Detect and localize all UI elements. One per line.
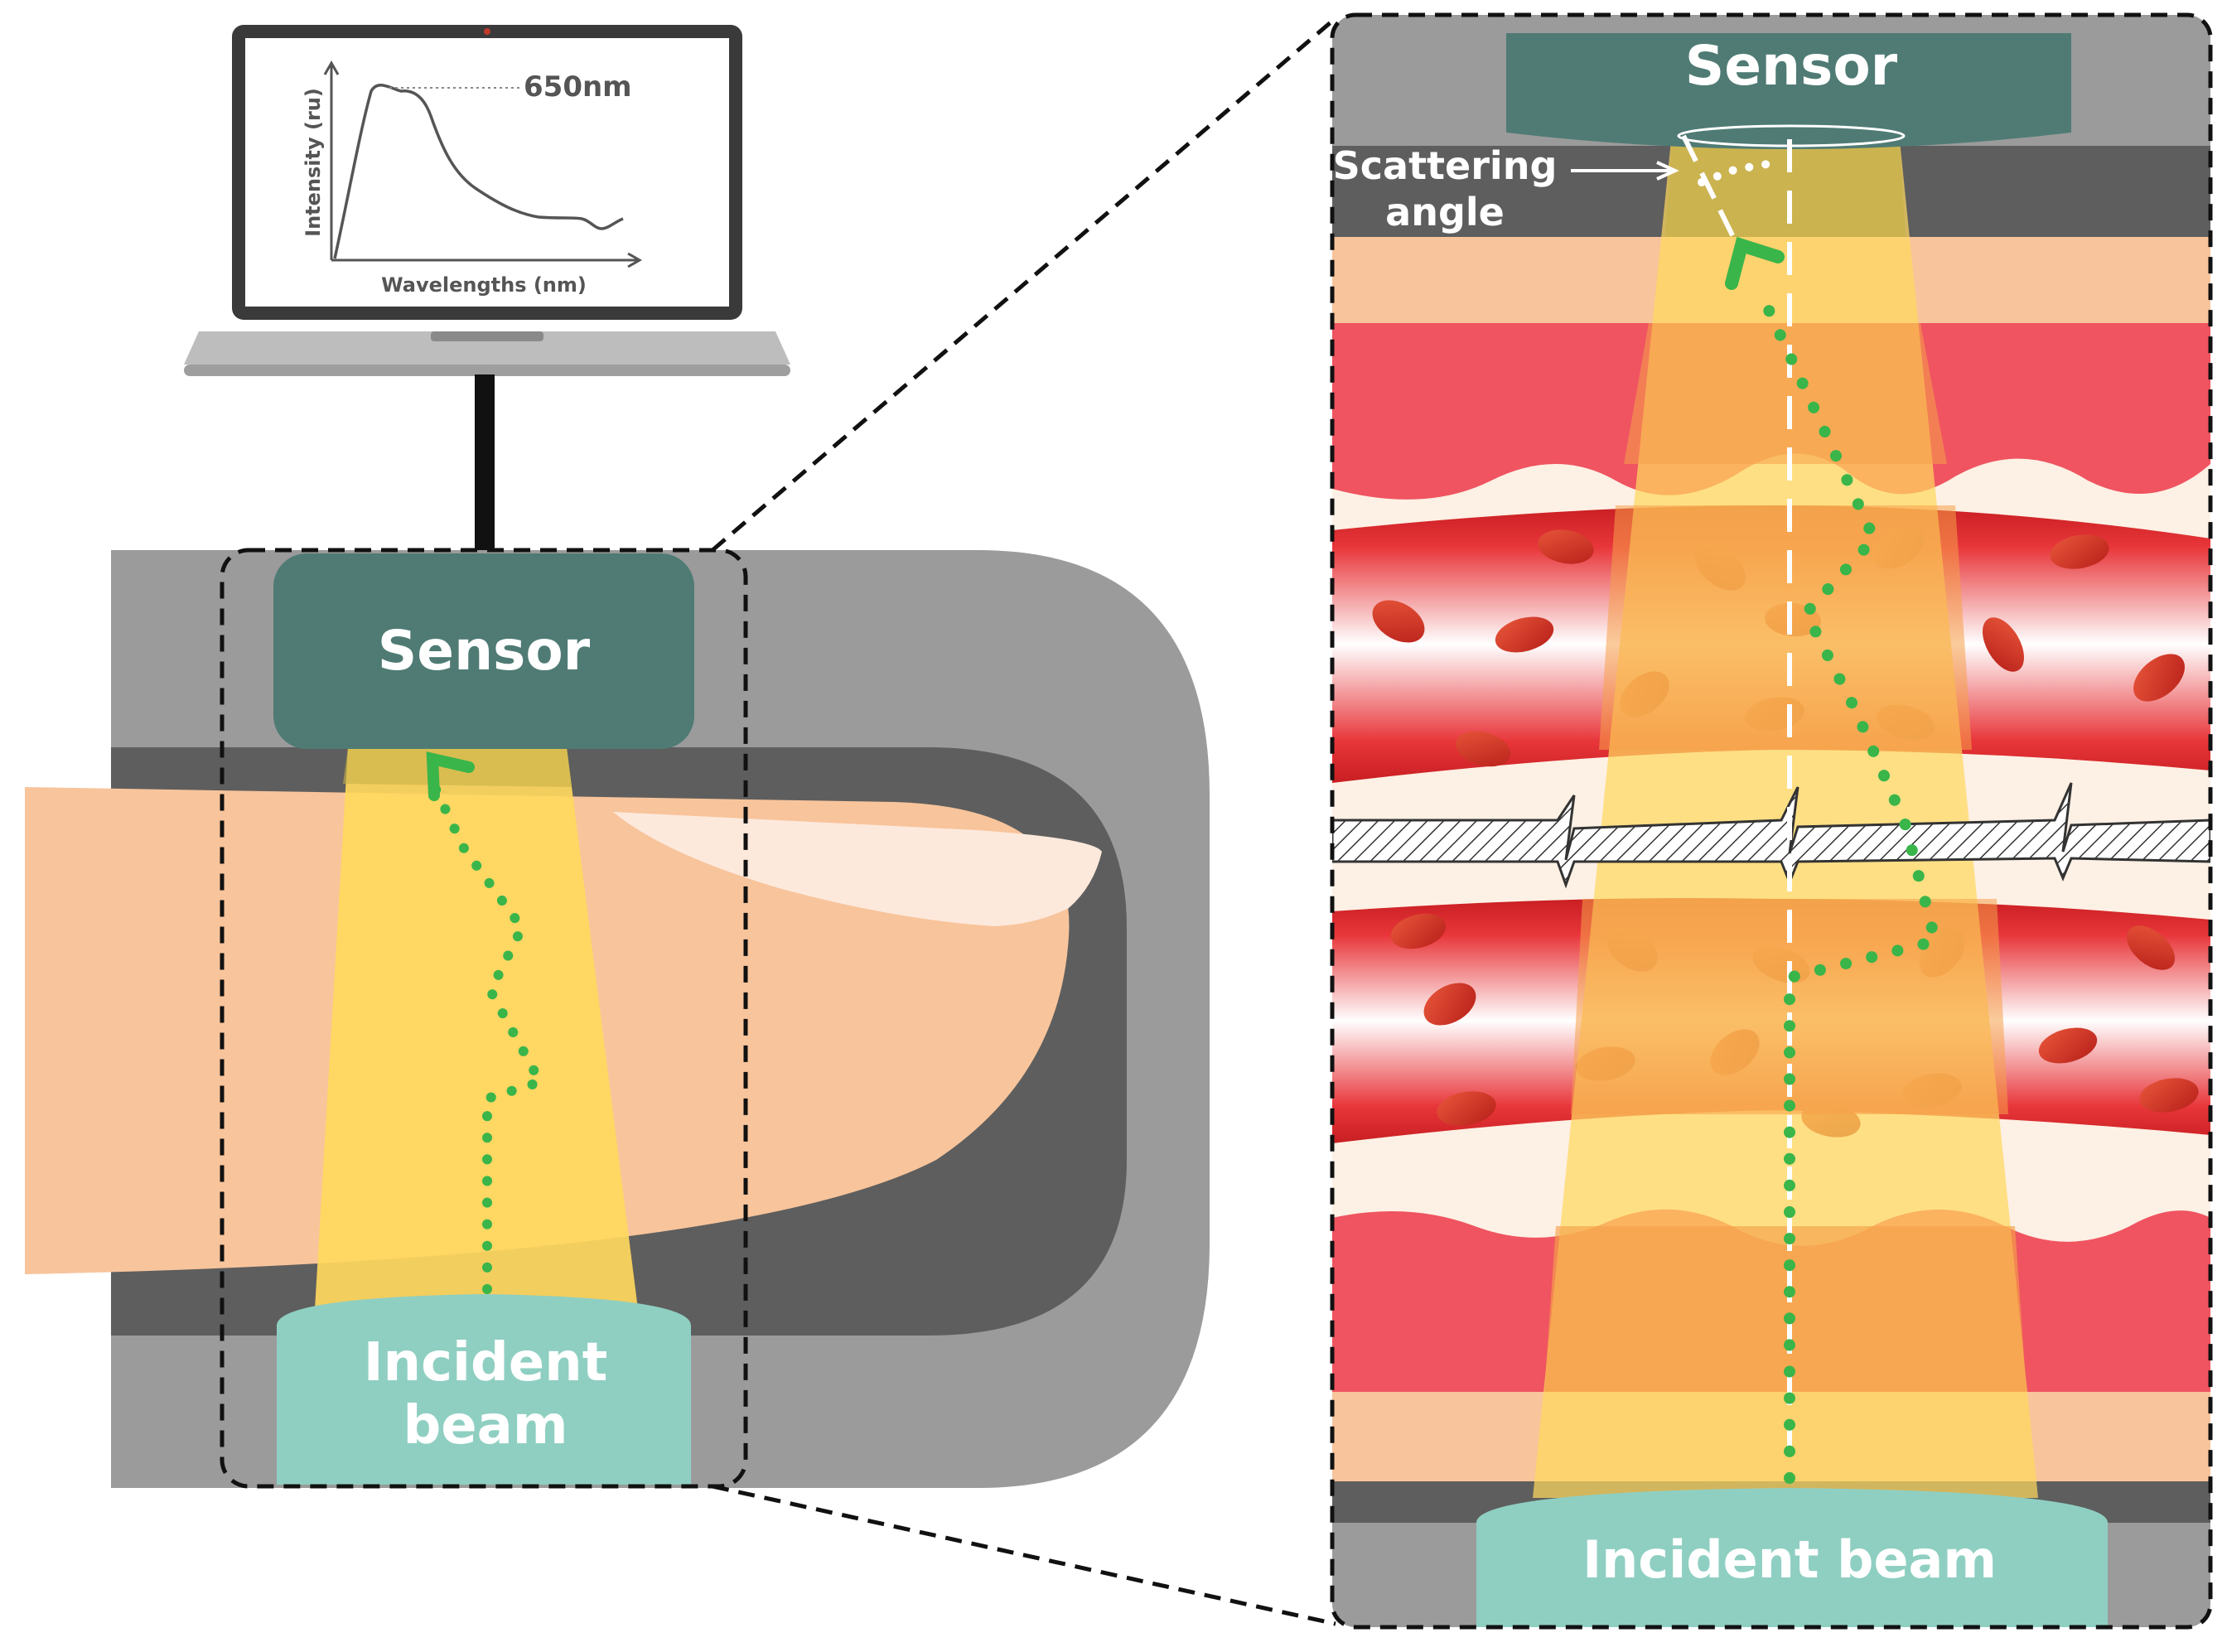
- left-sensor: Sensor: [273, 553, 694, 749]
- plot-y-arrow-icon: [323, 60, 340, 75]
- right-beam-orange-bottom: [1544, 1226, 2027, 1392]
- left-incident-beam-block: [277, 1294, 691, 1485]
- red-blood-cell: [2050, 534, 2109, 569]
- red-blood-cell: [2139, 1078, 2199, 1113]
- right-beam-cavity-section: [1665, 133, 1906, 237]
- red-blood-cell: [1495, 616, 1554, 653]
- left-photon-arrow-icon: [426, 751, 475, 801]
- scattering-label-line2: angle: [1385, 190, 1505, 234]
- right-beam-orange-vessel-top: [1599, 505, 1972, 750]
- right-incident-beam-block: [1476, 1488, 2108, 1627]
- section-break-symbol: [1332, 782, 2210, 889]
- red-blood-cell: [1390, 913, 1447, 949]
- zoom-region-box: [220, 548, 748, 1489]
- magnified-view: Sensor Incident beam: [1332, 15, 2210, 1627]
- red-blood-cell: [2038, 1027, 2098, 1064]
- left-sensor-label: Sensor: [378, 619, 591, 683]
- laptop: 650nm Intensity (ru) Wavelengths (nm): [184, 25, 790, 557]
- right-sensor-block: [1506, 33, 2071, 149]
- red-blood-cell: [2126, 925, 2176, 970]
- left-photon-path: [426, 751, 548, 1294]
- left-beam-label-line1: Incident: [364, 1332, 608, 1394]
- right-beam-orange-top: [1624, 323, 1947, 464]
- spectrum-curve: [333, 84, 624, 259]
- red-blood-cell: [1423, 983, 1476, 1026]
- left-sensor-block: [273, 553, 694, 749]
- left-photon-dots: [426, 774, 548, 1294]
- right-photon-arrow-icon: [1725, 236, 1785, 290]
- red-blood-cell: [2133, 654, 2185, 702]
- peak-label: 650nm: [524, 70, 632, 104]
- red-blood-cell: [1372, 600, 1425, 643]
- left-incident-beam: Incident beam: [277, 1294, 691, 1485]
- scattering-pointer-arrow-icon: [1656, 161, 1679, 181]
- right-photon-dots: [1761, 299, 1943, 1484]
- fingernail: [613, 812, 1102, 926]
- laptop-keyboard-base: [184, 331, 790, 365]
- laptop-cable: [475, 374, 495, 557]
- x-axis-label: Wavelengths (nm): [381, 273, 587, 297]
- scattering-label-line1: Scattering: [1333, 143, 1558, 188]
- red-blood-cell: [1437, 1091, 1496, 1126]
- magnified-view-frame: [1330, 12, 2213, 1630]
- y-axis-label: Intensity (ru): [302, 88, 325, 237]
- red-blood-cell: [1983, 617, 2024, 672]
- red-blood-cell: [1455, 731, 1511, 767]
- laptop-camera-icon: [484, 28, 490, 35]
- right-beam-label: Incident beam: [1582, 1529, 1997, 1590]
- laptop-trackpad: [431, 331, 543, 341]
- scattering-angle-arc: [1698, 158, 1784, 186]
- left-beam-label-line2: beam: [403, 1395, 568, 1456]
- left-beam-cone: [315, 747, 638, 1309]
- scattered-ray-line: [1681, 134, 1736, 239]
- plot-x-arrow-icon: [627, 252, 643, 268]
- zoom-connector-bottom: [712, 1484, 1336, 1626]
- right-sensor-label: Sensor: [1685, 34, 1898, 98]
- red-blood-cell: [1538, 529, 1594, 564]
- spectrum-plot: 650nm Intensity (ru) Wavelengths (nm): [302, 60, 643, 297]
- zoom-connector-top: [711, 17, 1337, 552]
- laptop-base-edge: [184, 365, 790, 376]
- laptop-screen: [245, 38, 729, 307]
